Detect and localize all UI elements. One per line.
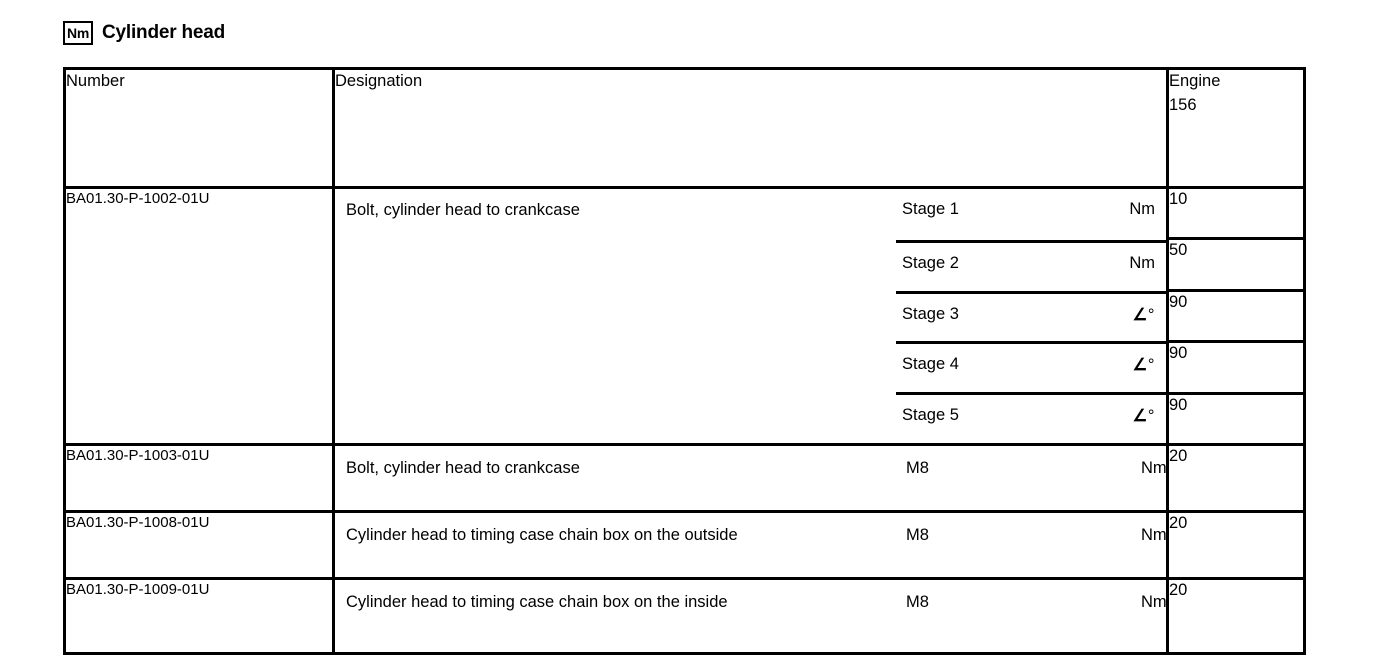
cell-engine-value: 90 bbox=[1166, 340, 1306, 395]
angle-unit: ∠° bbox=[1133, 406, 1155, 426]
designation-text: Bolt, cylinder head to crankcase bbox=[346, 459, 580, 477]
cell-number: BA01.30-P-1008-01U bbox=[63, 510, 335, 580]
cell-designation: Cylinder head to timing case chain box o… bbox=[332, 577, 1169, 655]
stage-unit: Nm bbox=[1129, 200, 1155, 218]
table-row: BA01.30-P-1003-01U Bolt, cylinder head t… bbox=[63, 443, 1306, 513]
table-row: 90 bbox=[65, 288, 1306, 344]
column-header-engine: Engine 156 bbox=[1166, 67, 1306, 189]
stage-row-1: Stage 1 Nm bbox=[896, 189, 1166, 240]
cell-engine-value: 20 bbox=[1166, 577, 1306, 655]
stage-label: Stage 1 bbox=[902, 200, 959, 218]
thread-size: M8 bbox=[906, 593, 929, 611]
unit-label: Nm bbox=[1141, 593, 1167, 611]
column-header-designation: Designation bbox=[332, 67, 1169, 189]
angle-unit: ∠° bbox=[1133, 355, 1155, 375]
nm-unit-icon: Nm bbox=[63, 21, 93, 45]
degree-symbol: ° bbox=[1147, 356, 1155, 375]
angle-icon: ∠ bbox=[1132, 305, 1148, 324]
cell-designation: Cylinder head to timing case chain box o… bbox=[332, 510, 1169, 580]
designation-text: Bolt, cylinder head to crankcase bbox=[346, 201, 580, 219]
table-header-row: Number Designation Engine 156 bbox=[63, 67, 1306, 189]
designation-stack: Bolt, cylinder head to crankcase Stage 1… bbox=[335, 189, 1166, 443]
table-row: 90 bbox=[65, 340, 1306, 395]
stage-label: Stage 4 bbox=[902, 355, 959, 374]
cell-engine-value: 50 bbox=[1166, 237, 1306, 292]
designation-line: Cylinder head to timing case chain box o… bbox=[335, 525, 1167, 577]
stage-row-4: Stage 4 ∠° bbox=[896, 341, 1166, 392]
stage-label: Stage 3 bbox=[902, 304, 959, 323]
cell-number: BA01.30-P-1002-01U bbox=[63, 186, 335, 446]
cell-engine-value: 20 bbox=[1166, 443, 1306, 513]
degree-symbol: ° bbox=[1147, 305, 1155, 324]
table-row: 50 bbox=[65, 237, 1306, 292]
cell-engine-value: 90 bbox=[1166, 391, 1306, 447]
cell-engine-value: 20 bbox=[1166, 510, 1306, 580]
stage-row-3: Stage 3 ∠° bbox=[896, 290, 1166, 342]
unit-label: Nm bbox=[1141, 526, 1167, 544]
cell-engine-value: 90 bbox=[1166, 288, 1306, 344]
page-title: Cylinder head bbox=[102, 22, 226, 43]
column-header-engine-model: 156 bbox=[1169, 95, 1197, 114]
cell-number: BA01.30-P-1003-01U bbox=[63, 443, 335, 513]
stage-label: Stage 2 bbox=[902, 253, 959, 272]
designation-text: Cylinder head to timing case chain box o… bbox=[346, 526, 738, 544]
table-row: BA01.30-P-1002-01U Bolt, cylinder head t… bbox=[63, 185, 1306, 446]
stage-unit: Nm bbox=[1129, 253, 1155, 272]
stage-label: Stage 5 bbox=[902, 406, 959, 425]
designation-line: Cylinder head to timing case chain box o… bbox=[335, 592, 1167, 652]
stage-list: Stage 1 Nm Stage 2 Nm Stage 3 ∠° bbox=[896, 189, 1166, 443]
stage-row-2: Stage 2 Nm bbox=[896, 239, 1166, 291]
table-row: BA01.30-P-1008-01U Cylinder head to timi… bbox=[63, 510, 1306, 580]
column-header-engine-label: Engine bbox=[1169, 72, 1221, 90]
unit-label: Nm bbox=[1141, 459, 1167, 477]
torque-specification-table: Number Designation Engine 156 BA01.30-P-… bbox=[63, 67, 1306, 655]
table-row: 90 bbox=[65, 391, 1306, 447]
thread-size: M8 bbox=[906, 459, 929, 477]
cell-designation: Bolt, cylinder head to crankcase Stage 1… bbox=[332, 186, 1169, 446]
thread-size: M8 bbox=[906, 526, 929, 544]
designation-line: Bolt, cylinder head to crankcase M8 Nm bbox=[335, 458, 1167, 510]
column-header-number: Number bbox=[63, 67, 335, 189]
document-header: Nm Cylinder head bbox=[63, 18, 225, 48]
cell-number: BA01.30-P-1009-01U bbox=[63, 577, 335, 655]
table-row: BA01.30-P-1009-01U Cylinder head to timi… bbox=[63, 577, 1306, 655]
cell-engine-value: 10 bbox=[1166, 185, 1306, 241]
angle-icon: ∠ bbox=[1132, 407, 1148, 426]
angle-icon: ∠ bbox=[1132, 356, 1148, 375]
angle-unit: ∠° bbox=[1133, 305, 1155, 325]
cell-designation: Bolt, cylinder head to crankcase M8 Nm bbox=[332, 443, 1169, 513]
degree-symbol: ° bbox=[1147, 407, 1155, 426]
designation-text: Cylinder head to timing case chain box o… bbox=[346, 593, 728, 611]
stage-row-5: Stage 5 ∠° bbox=[896, 392, 1166, 443]
